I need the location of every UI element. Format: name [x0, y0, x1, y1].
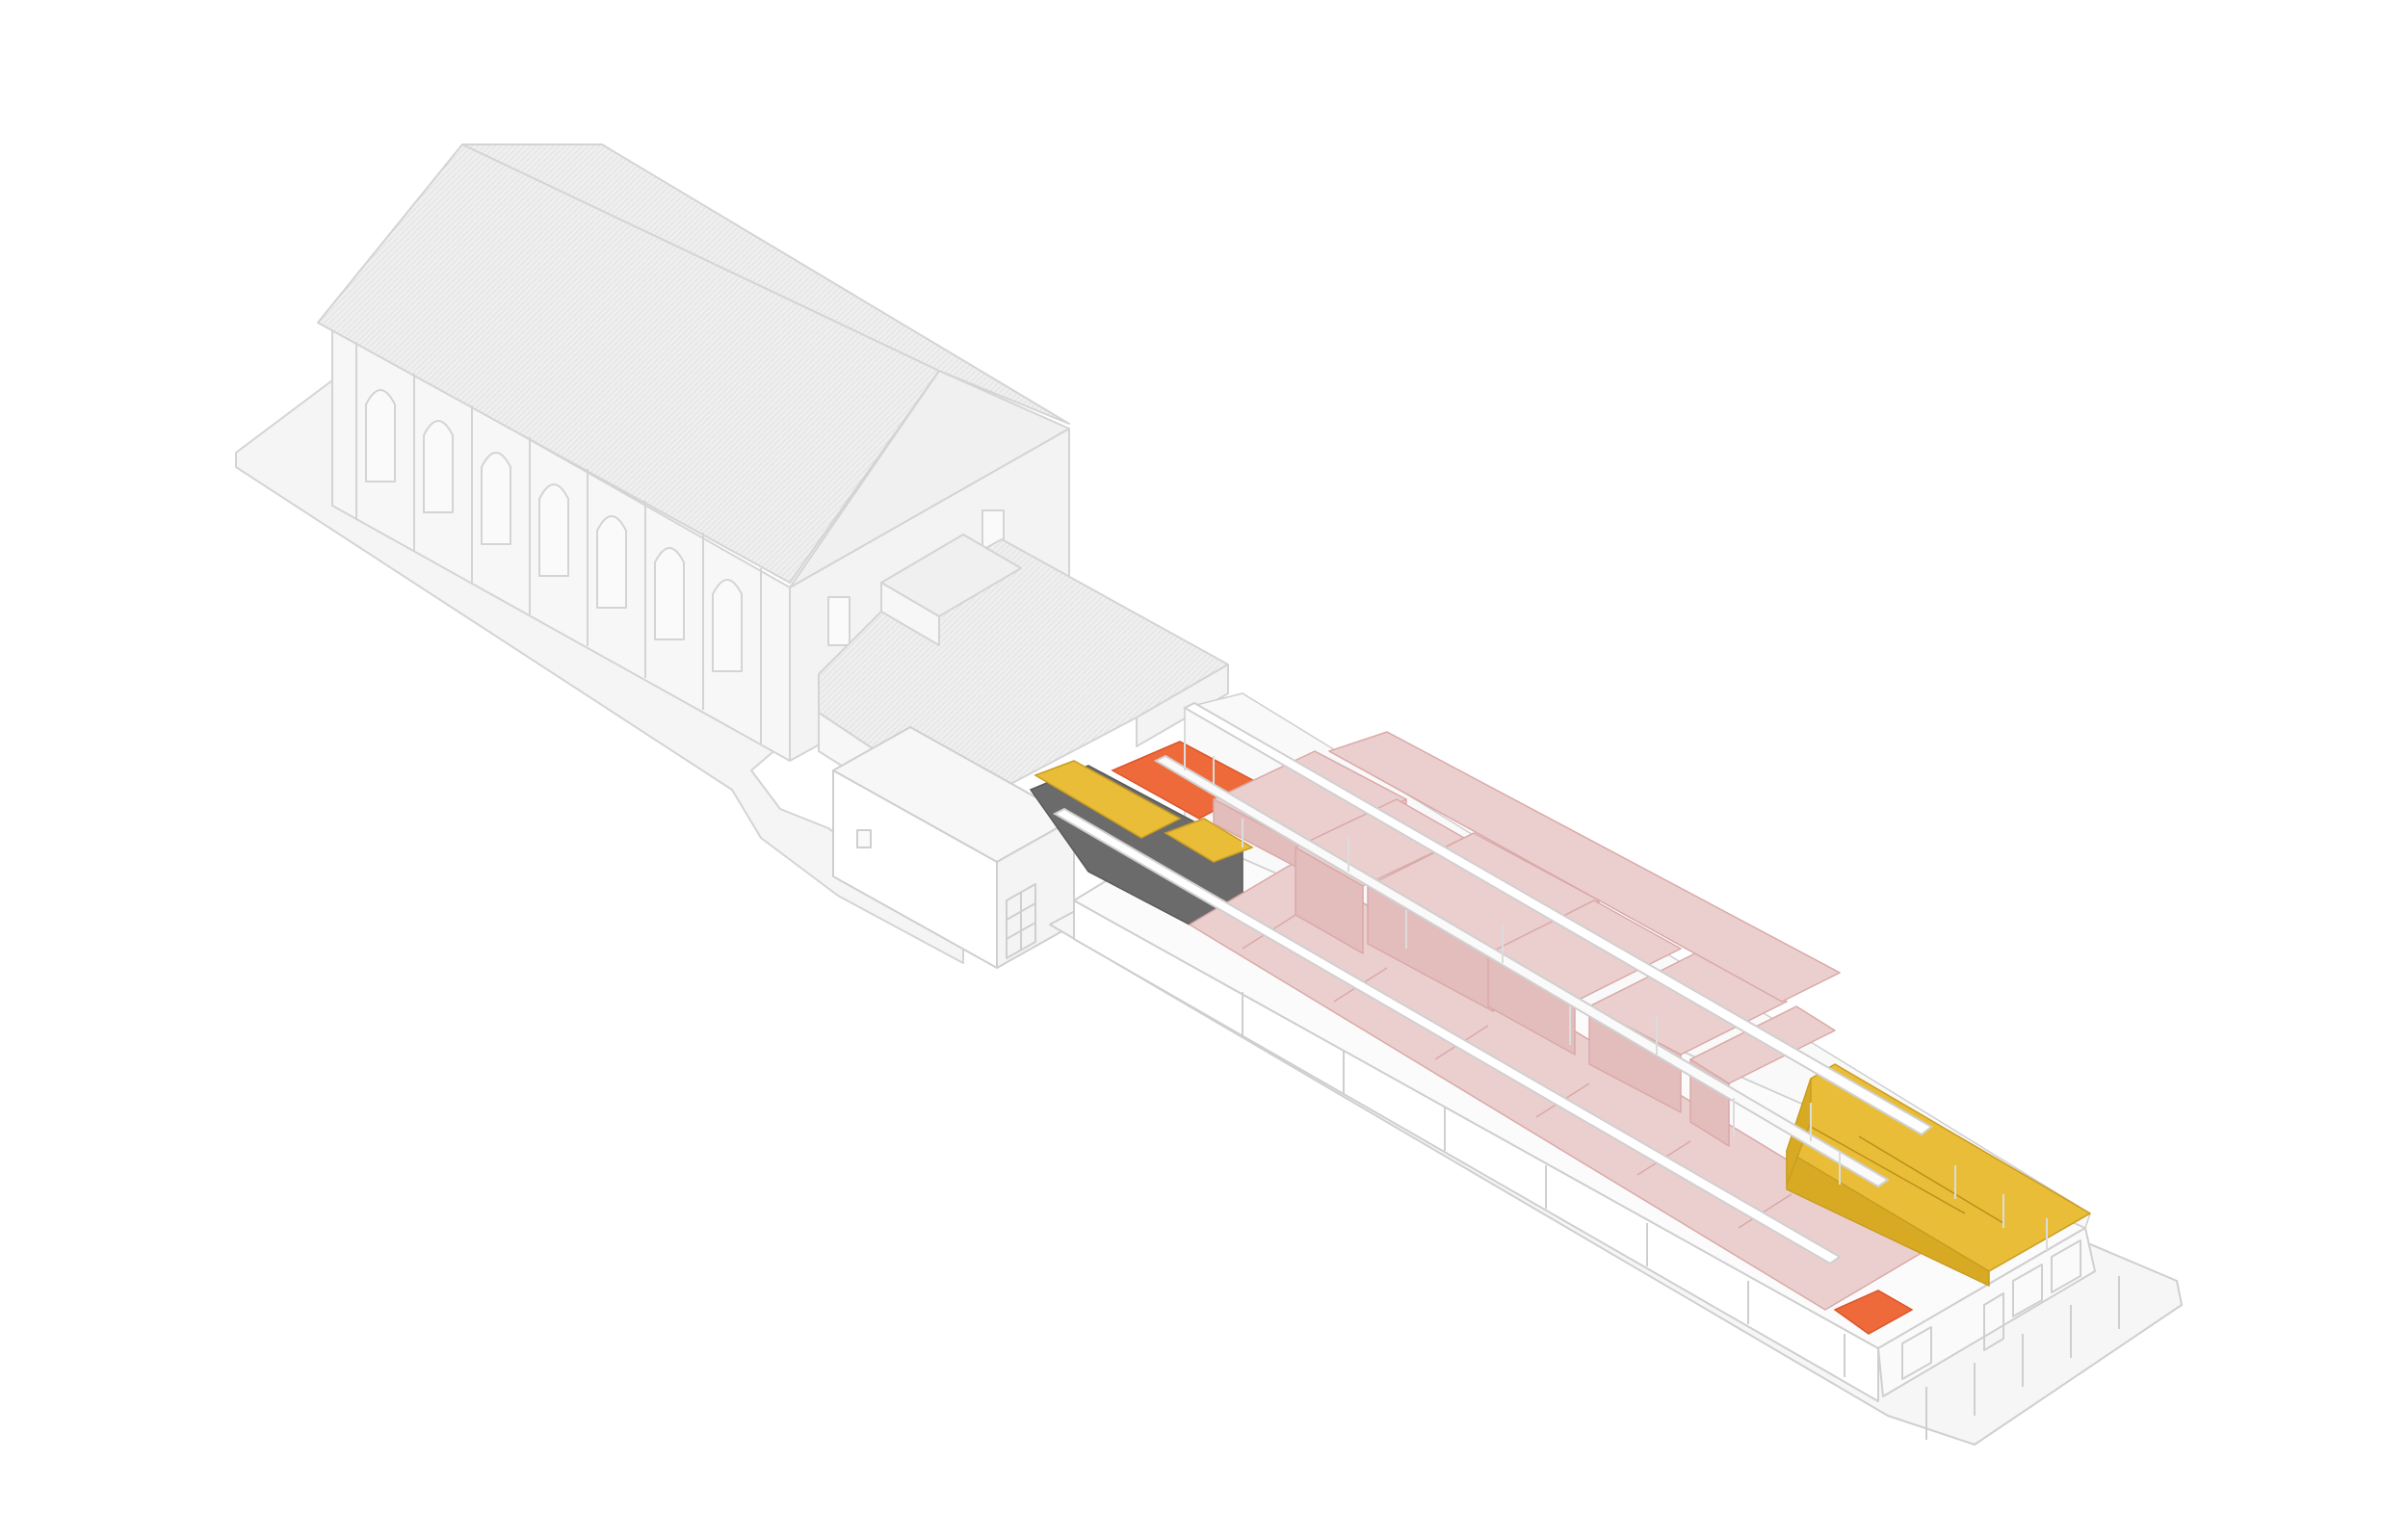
orange-zone-rear — [1833, 1290, 1914, 1335]
beam-front — [1052, 807, 1842, 1265]
shed-end-posts — [1925, 1276, 2120, 1440]
yellow-zone-rear — [1786, 1063, 2091, 1287]
shed-end-windows — [1901, 1239, 2081, 1380]
hall-gable — [789, 370, 1070, 588]
shed-end-wall — [1877, 1227, 2096, 1397]
entrance-block — [832, 726, 1075, 969]
beam-middle — [1153, 754, 1890, 1188]
hall-arches — [365, 389, 743, 672]
hall-pilasters — [355, 342, 762, 743]
entrance-window — [856, 829, 872, 848]
entrance-door-grid — [1006, 883, 1036, 959]
columns — [1184, 742, 2048, 1252]
yellow-zone-front — [1034, 760, 1254, 863]
pink-rear-strip — [1328, 731, 1841, 1003]
shed-front-posts — [1242, 992, 1845, 1377]
roof-structure — [1052, 701, 2048, 1265]
beam-back — [1182, 701, 1933, 1136]
